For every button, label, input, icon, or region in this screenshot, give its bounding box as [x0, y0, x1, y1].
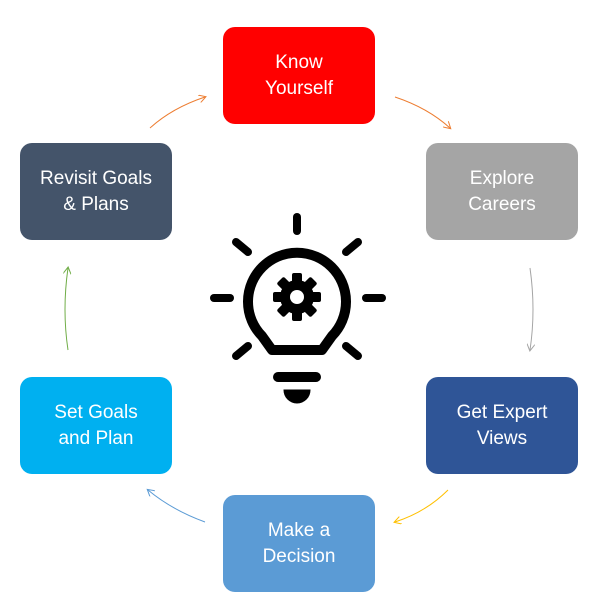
step-make-a-decision: Make a Decision: [223, 495, 375, 592]
step-revisit-goals-plans: Revisit Goals & Plans: [20, 143, 172, 240]
arrow-revisit-to-know: [149, 97, 205, 129]
step-set-goals-and-plan: Set Goals and Plan: [20, 377, 172, 474]
step-explore-careers: Explore Careers: [426, 143, 578, 240]
arrow-expert-to-decision: [395, 489, 449, 522]
arrow-know-to-explore: [394, 96, 450, 128]
arrow-explore-to-expert: [530, 267, 533, 350]
arrow-decision-to-setgoals: [148, 490, 206, 523]
lightbulb-gear-icon: [210, 213, 386, 404]
arrow-setgoals-to-revisit: [65, 268, 68, 351]
step-get-expert-views: Get Expert Views: [426, 377, 578, 474]
step-know-yourself: Know Yourself: [223, 27, 375, 124]
